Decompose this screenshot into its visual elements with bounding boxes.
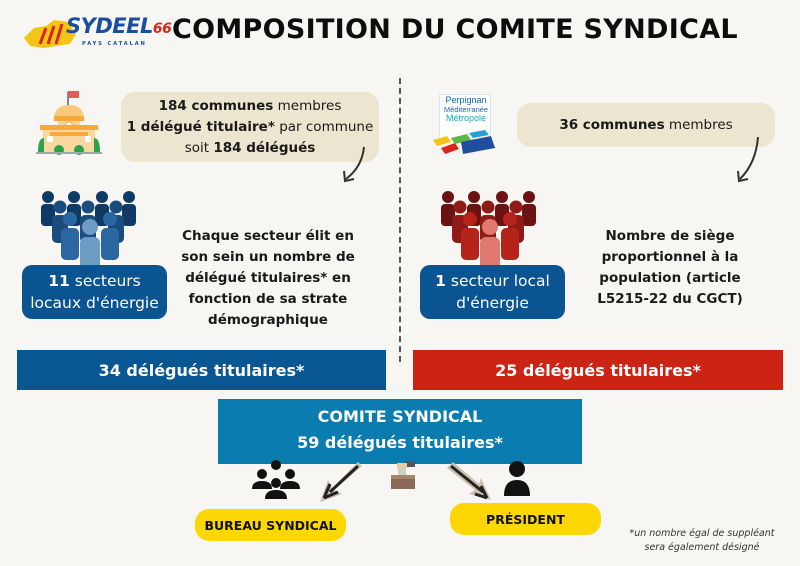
metropole-stripes-icon (433, 130, 495, 154)
communes-bubble-right: 36 communes membres (517, 103, 775, 147)
arrow-down-right-icon (447, 462, 491, 500)
total-delegates-right: 25 délégués titulaires* (413, 350, 783, 390)
bureau-syndical-pill: BUREAU SYNDICAL (195, 509, 346, 541)
total-delegates-left: 34 délégués titulaires* (17, 350, 386, 390)
group-people-icon (252, 460, 300, 499)
description-left: Chaque secteur élit en son sein un nombr… (181, 228, 355, 328)
sector-box-right: 1 secteur local d'énergie (420, 265, 565, 319)
arrow-down-left-icon (737, 136, 759, 183)
town-hall-icon (36, 91, 102, 155)
president-pill: PRÉSIDENT (450, 503, 601, 535)
logo-text: SYDEEL66 (66, 14, 172, 38)
communes-bubble-left: 184 communes membres 1 délégué titulaire… (121, 92, 379, 162)
catalonia-map-icon (24, 20, 76, 48)
page-title: COMPOSITION DU COMITE SYNDICAL (172, 14, 738, 45)
people-group-icon (441, 191, 536, 272)
arrow-down-left-icon (343, 146, 365, 183)
sydeel-logo: SYDEEL66 PAYS CATALAN (20, 12, 172, 54)
people-group-icon (41, 191, 136, 272)
logo-subtitle: PAYS CATALAN (82, 41, 147, 47)
sector-box-left: 11 secteurs locaux d'énergie (22, 265, 167, 319)
person-icon (504, 461, 530, 496)
arrow-down-left-icon (320, 462, 362, 502)
perpignan-metropole-logo: Perpignan Méditerranée Métropole (433, 94, 495, 156)
description-right: Nombre de siège proportionnel à la popul… (597, 228, 743, 307)
comite-syndical-box: COMITE SYNDICAL 59 délégués titulaires* (218, 399, 582, 464)
footnote: *un nombre égal de suppléant sera égalem… (629, 528, 775, 553)
ballot-box-icon (391, 461, 415, 489)
column-divider (399, 78, 401, 362)
